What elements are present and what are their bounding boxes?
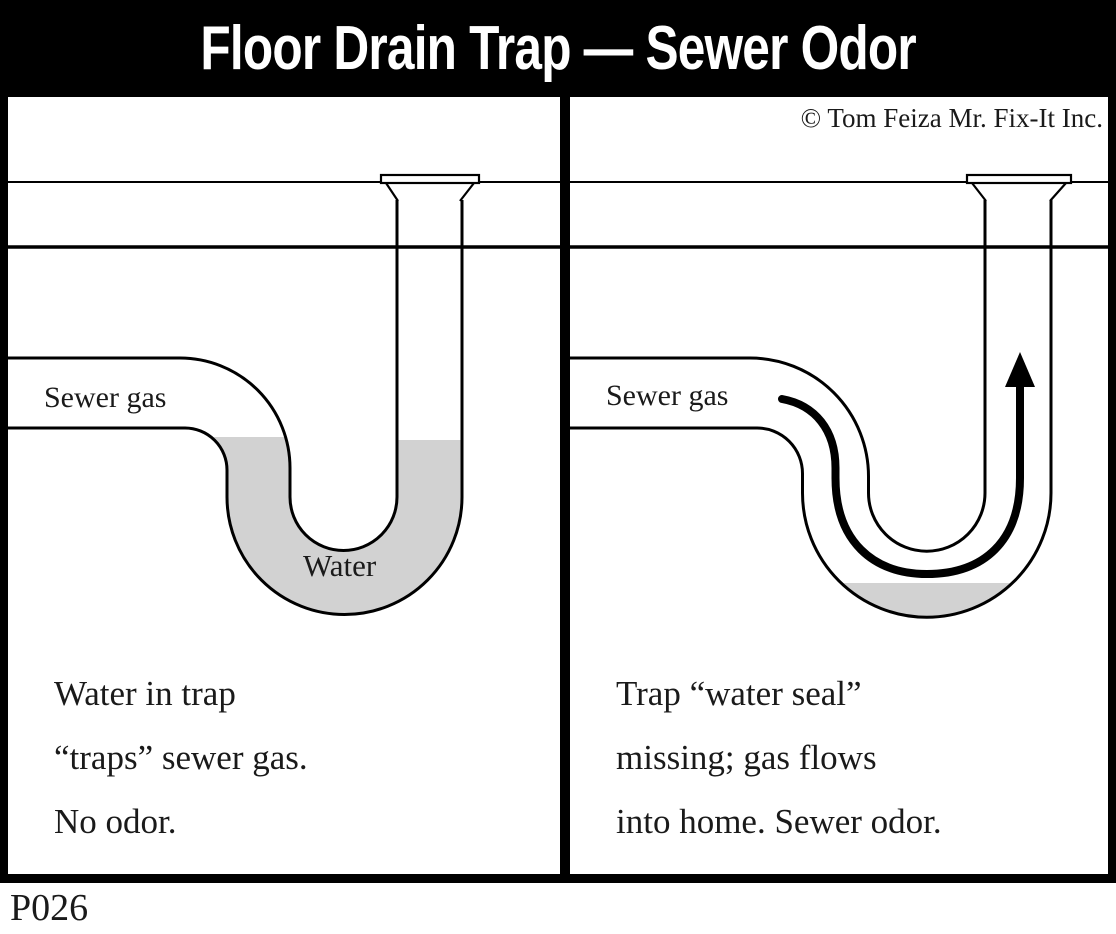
figure-code: P026 — [10, 887, 89, 929]
right-sewer-gas-label: Sewer gas — [606, 379, 729, 412]
right-drain-flange — [965, 173, 1073, 185]
left-pipe-inner-wall — [8, 200, 399, 552]
water-label: Water — [303, 548, 377, 583]
right-drain-flange-sides — [971, 182, 1067, 202]
left-caption: Water in trap “traps” sewer gas. No odor… — [54, 662, 308, 854]
gas-flow-arrow — [778, 382, 1024, 579]
left-caption-line-1: Water in trap — [54, 674, 236, 713]
right-pipe-outer-wall — [570, 200, 1053, 619]
panel-divider — [560, 97, 570, 882]
left-caption-line-3: No odor. — [54, 802, 177, 841]
right-panel-drawing — [570, 173, 1108, 619]
left-trap-water-fill — [211, 437, 462, 615]
left-pipe-outer-wall — [8, 200, 464, 616]
left-panel-drawing — [8, 173, 560, 616]
right-caption-line-1: Trap “water seal” — [616, 674, 862, 713]
left-drain-flange-sides — [385, 182, 475, 202]
figure-title: Floor Drain Trap — Sewer Odor — [200, 14, 916, 83]
right-caption-line-3: into home. Sewer odor. — [616, 802, 942, 841]
right-caption: Trap “water seal” missing; gas flows int… — [616, 662, 942, 854]
right-pipe-inner-wall — [570, 200, 987, 553]
copyright-text: © Tom Feiza Mr. Fix-It Inc. — [800, 103, 1103, 133]
left-caption-line-2: “traps” sewer gas. — [54, 738, 308, 777]
left-sewer-gas-label: Sewer gas — [44, 381, 167, 414]
title-bar: Floor Drain Trap — Sewer Odor — [0, 0, 1116, 97]
bottom-border — [0, 874, 1116, 883]
right-border — [1108, 97, 1116, 882]
left-border — [0, 97, 8, 882]
gas-flow-arrowhead — [1005, 352, 1035, 387]
left-drain-flange — [379, 173, 481, 185]
right-caption-line-2: missing; gas flows — [616, 738, 877, 777]
